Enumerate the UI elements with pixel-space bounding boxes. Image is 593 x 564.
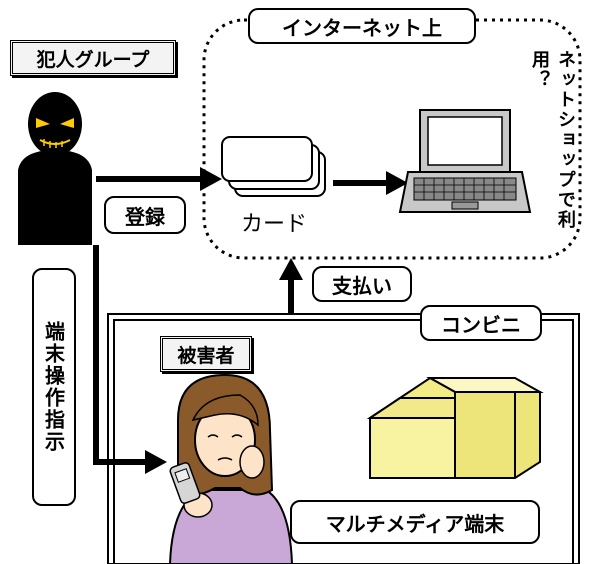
terminal-instruction-text: 端末操作指示 <box>41 321 66 453</box>
payment-text: 支払い <box>332 273 392 298</box>
terminal-instruction-label: 端末操作指示 <box>32 268 76 506</box>
victim-figure <box>168 373 294 564</box>
convenience-store-region <box>107 313 580 564</box>
laptop-icon <box>398 109 532 213</box>
criminal-group-label: 犯人グループ <box>10 40 176 76</box>
criminal-group-text: 犯人グループ <box>36 48 150 71</box>
card-to-laptop-arrow <box>333 171 408 195</box>
criminal-figure <box>18 92 92 245</box>
card-stack <box>221 136 326 197</box>
register-text: 登録 <box>125 204 165 229</box>
internet-region <box>202 18 582 260</box>
multimedia-terminal-label: マルチメディア端末 <box>290 500 540 544</box>
card-label: カード <box>241 206 307 238</box>
net-shop-question-text: ネットショップで利用？ <box>529 50 576 230</box>
victim-text: 被害者 <box>177 344 235 367</box>
convenience-store-label: コンビニ <box>420 305 542 341</box>
multimedia-terminal-text: マルチメディア端末 <box>325 511 505 536</box>
register-arrow <box>96 167 222 191</box>
multimedia-terminal-machine <box>366 376 544 479</box>
payment-arrow <box>279 258 303 314</box>
convenience-store-text: コンビニ <box>441 312 521 337</box>
card-text: カード <box>241 212 308 237</box>
instruction-arrow <box>93 245 167 474</box>
payment-label: 支払い <box>312 266 412 302</box>
net-shop-question: ネットショップで利用？ <box>518 50 578 240</box>
internet-text: インターネット上 <box>282 15 442 40</box>
internet-label: インターネット上 <box>248 8 476 44</box>
victim-label: 被害者 <box>160 336 252 372</box>
register-label: 登録 <box>104 196 186 234</box>
